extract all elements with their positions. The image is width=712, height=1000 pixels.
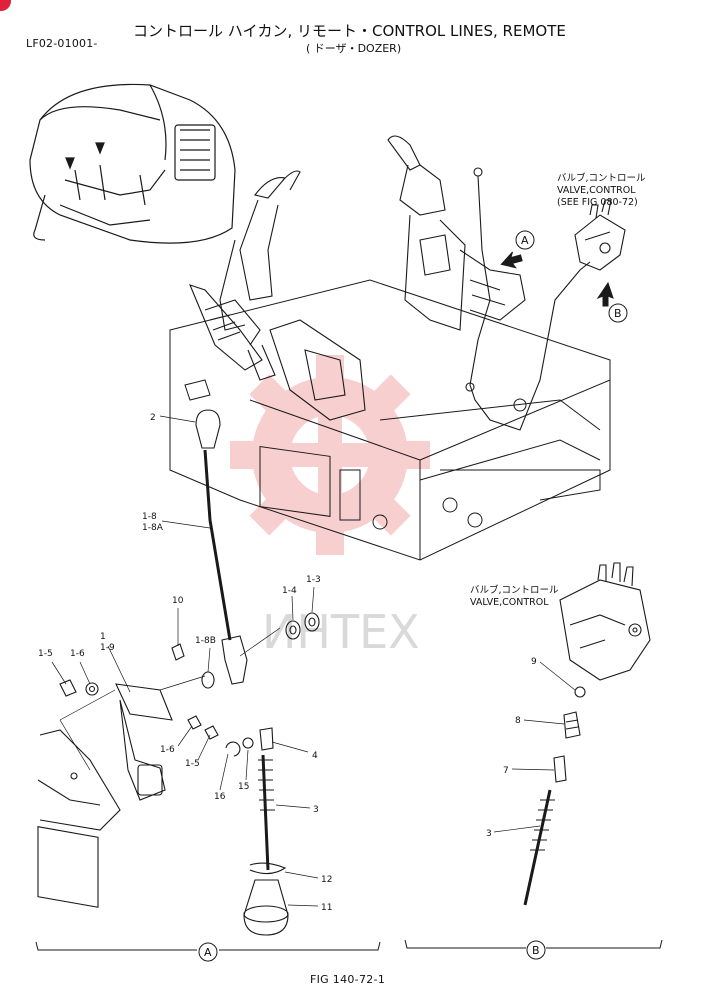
- bracket-b: [404, 939, 663, 949]
- part-label-1-5-bot: 1-5: [185, 759, 200, 769]
- bracket-a: [35, 941, 381, 951]
- part-label-8: 8: [515, 716, 521, 726]
- svg-text:B: B: [532, 944, 540, 957]
- valve-control-top-right: [574, 199, 626, 271]
- part-label-1: 1: [100, 632, 106, 642]
- part-label-4: 4: [312, 751, 318, 761]
- detail-b-leaders: [493, 661, 576, 833]
- part-label-1-9: 1-9: [100, 643, 115, 653]
- valve-control-en: VALVE,CONTROL: [470, 597, 549, 608]
- part-label-1-8a: 1-8A: [142, 523, 164, 533]
- left-lever-stand: [189, 170, 366, 421]
- watermark-text: ИНТЕХ: [262, 605, 420, 659]
- base-frame: [169, 279, 611, 561]
- part-label-12: 12: [321, 875, 332, 885]
- part-label-1-6-bot: 1-6: [160, 745, 175, 755]
- figure-number: FIG 140-72-1: [310, 973, 386, 986]
- part-label-16: 16: [214, 792, 226, 802]
- part-label-3-a: 3: [313, 805, 319, 815]
- cab-overview-inset: [29, 83, 236, 244]
- part-label-1-5-top: 1-5: [38, 649, 53, 659]
- part-label-1-3: 1-3: [306, 575, 321, 585]
- valve-control-ref-en: VALVE,CONTROL: [557, 185, 636, 196]
- part-label-1-6-top: 1-6: [70, 649, 85, 659]
- part-label-15: 15: [238, 782, 249, 792]
- page-title: コントロール ハイカン, リモート・CONTROL LINES, REMOTE: [133, 22, 566, 40]
- part-label-1-8: 1-8: [142, 512, 157, 522]
- view-arrows: [500, 251, 614, 307]
- page-subtitle: ( ドーザ・DOZER): [306, 42, 402, 55]
- part-label-9: 9: [531, 657, 537, 667]
- part-label-7: 7: [503, 766, 509, 776]
- view-marker-a-bottom: A: [198, 942, 218, 962]
- view-marker-b-top: B: [608, 303, 628, 323]
- view-marker-a-top: A: [515, 230, 535, 250]
- part-label-1-8b: 1-8B: [195, 636, 216, 646]
- svg-text:A: A: [204, 946, 212, 959]
- corner-marker: [0, 0, 11, 11]
- detail-a-parts: [37, 409, 320, 936]
- detail-b-parts: [523, 562, 651, 906]
- valve-control-ref-jp: バルブ,コントロール: [557, 172, 646, 184]
- part-label-3-b: 3: [486, 829, 492, 839]
- part-label-10: 10: [172, 596, 184, 606]
- part-label-1-4: 1-4: [282, 586, 297, 596]
- detail-a-leaders: [51, 415, 319, 907]
- svg-text:B: B: [614, 307, 622, 320]
- part-label-11: 11: [321, 903, 332, 913]
- valve-control-ref-see: (SEE FIG 080-72): [557, 197, 638, 208]
- drawing-code: LF02-01001-: [26, 37, 98, 50]
- view-marker-b-bottom: B: [526, 940, 546, 960]
- valve-control-jp: バルブ,コントロール: [470, 584, 559, 596]
- part-label-2: 2: [150, 413, 156, 423]
- svg-text:A: A: [521, 234, 529, 247]
- right-lever-stand: [387, 135, 591, 431]
